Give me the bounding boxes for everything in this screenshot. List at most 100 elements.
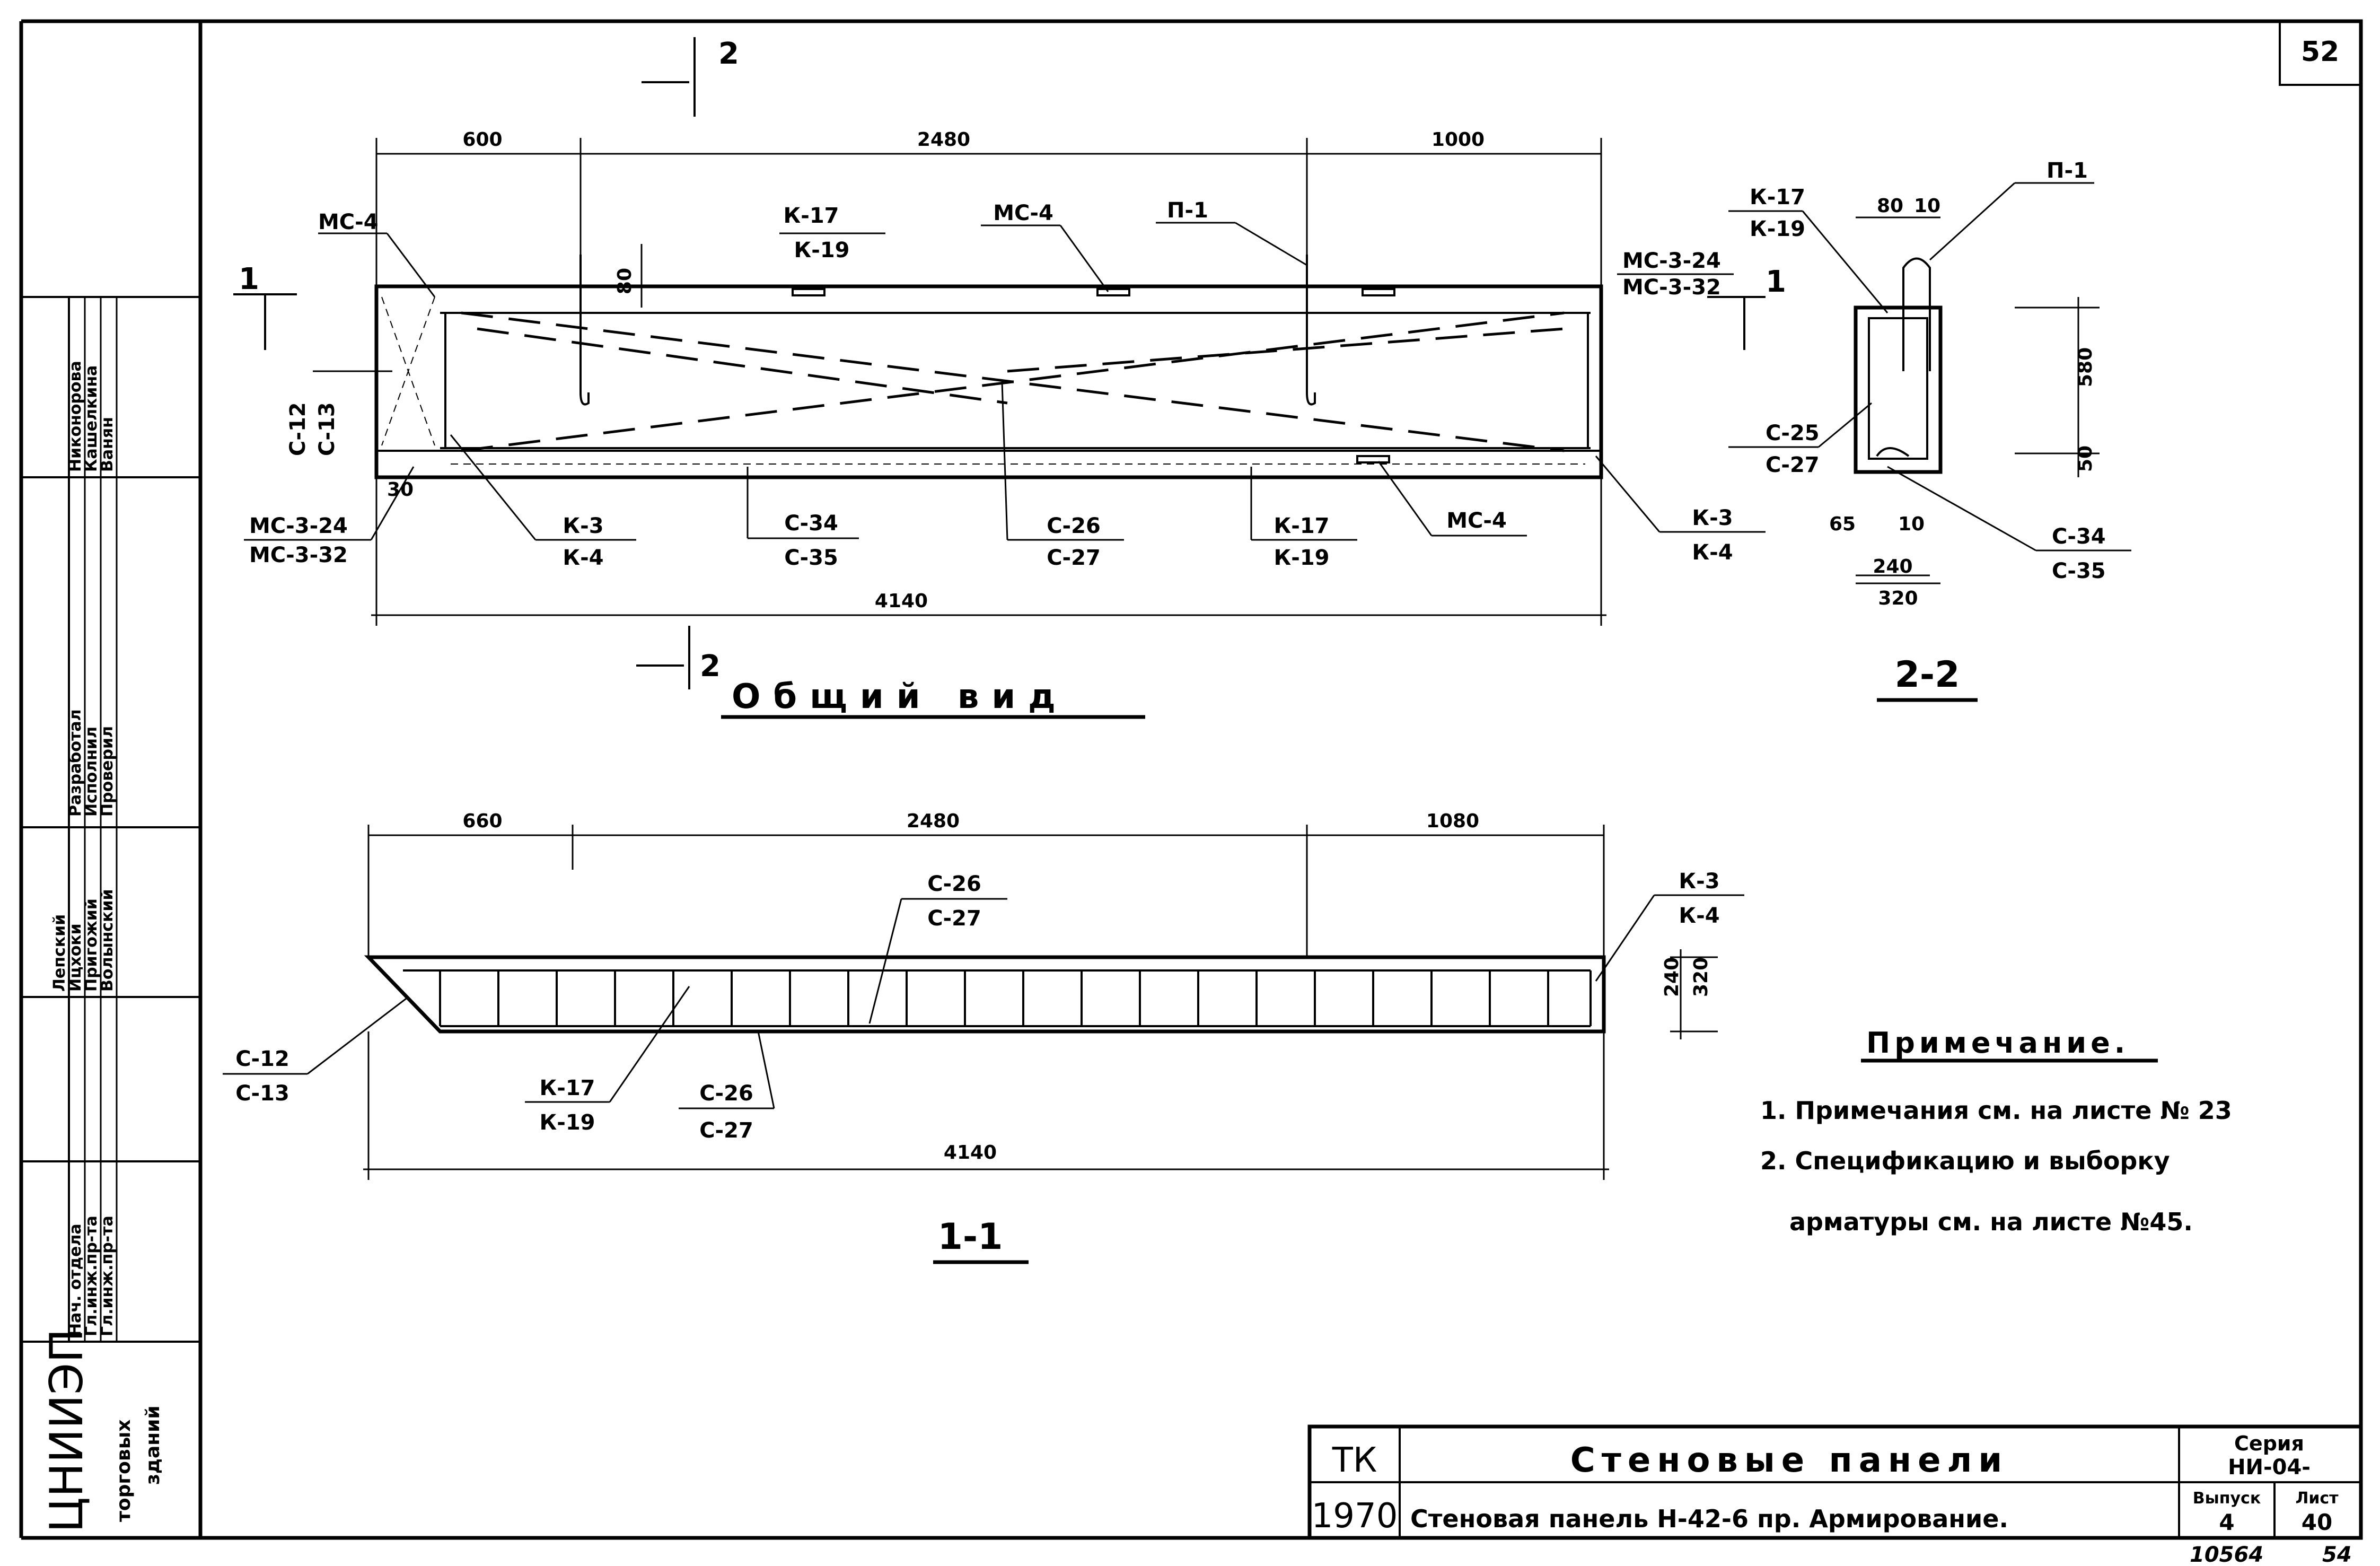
section-mark-1-right (1707, 296, 1766, 350)
section11-label-k19: К-19 (540, 1110, 595, 1135)
section11-label-k3: К-3 (1679, 869, 1719, 894)
label-k17-bottom: К-17 (1274, 514, 1330, 538)
title-block-issue-label: Выпуск (2193, 1489, 2261, 1508)
section22-stirrup (1876, 447, 1910, 457)
section22-dim-10-bottom: 10 (1898, 513, 1925, 535)
label-p1-top: П-1 (1167, 198, 1208, 223)
side-org: ЦНИИЭП (40, 1328, 93, 1533)
side-row-3-role: Проверил (98, 726, 117, 817)
section22-leader-p1 (1929, 182, 2016, 261)
dim-2480: 2480 (917, 129, 970, 151)
section11-outline (364, 955, 1606, 1034)
side-stamp: Разработал Исполнил Проверил Никонорова … (21, 296, 200, 1533)
section11-label-c27-bottom: С-27 (699, 1118, 753, 1143)
section22-label-c27: С-27 (1766, 453, 1820, 477)
section11-dim-2480: 2480 (907, 810, 960, 832)
title-block-archive-left: 10564 (2190, 1543, 2263, 1566)
section-mark-1-right-label: 1 (1766, 265, 1786, 299)
section11-label-c27-top: С-27 (927, 906, 981, 931)
leader-c26 (1001, 381, 1008, 540)
section22-inner (1868, 317, 1928, 460)
side-row-1-role: Разработал (66, 709, 85, 817)
side-row-1-name: Никонорова (66, 361, 85, 472)
label-k4: К-4 (563, 546, 603, 570)
notes: Примечание. 1. Примечания см. на листе №… (1760, 1026, 2232, 1236)
section22-label-k17: К-17 (1750, 185, 1805, 209)
panel-outline (374, 284, 1603, 479)
leader-mc4-right-diag (1377, 461, 1433, 536)
title-block-archive-right: 54 (2322, 1543, 2352, 1566)
section22-title: 2-2 (1895, 654, 1960, 696)
label-mc324-right: МС-3-24 (1622, 249, 1721, 273)
label-mc332-right: МС-3-32 (1622, 275, 1721, 300)
label-c34: С-34 (784, 511, 838, 536)
side-row-2-name: Кашелкина (82, 365, 101, 472)
side-org-sub-1: торговых (113, 1420, 135, 1522)
label-k4-right: К-4 (1692, 540, 1733, 565)
section11-leader-c26-top (868, 898, 902, 1024)
label-k19-top: К-19 (794, 238, 850, 263)
label-k3: К-3 (563, 514, 603, 538)
label-mc4-right: МС-4 (1446, 509, 1507, 533)
general-view: 600 2480 1000 4140 80 30 2 1 1 2 МС-4 К-… (233, 37, 1786, 719)
section22-label-p1: П-1 (2047, 159, 2088, 183)
leader-mc324-left (370, 466, 415, 540)
section11-dim-1080: 1080 (1426, 810, 1479, 832)
label-k3-right: К-3 (1692, 506, 1733, 530)
section22-dim-80: 80 (1877, 195, 1903, 217)
sheet-number: 52 (2301, 36, 2339, 68)
section11-title: 1-1 (938, 1216, 1003, 1258)
embedded-plate-1 (792, 288, 825, 296)
label-c12-left: С-12 (286, 402, 310, 456)
label-mc4-middle: МС-4 (993, 201, 1053, 225)
leader-mc4-middle-diag (1059, 225, 1109, 292)
section22-loop (1902, 257, 1931, 371)
section-mark-2-bottom (636, 626, 690, 689)
section11-dim-4140: 4140 (944, 1142, 997, 1163)
title-block-title: Стеновые панели (1570, 1441, 2008, 1480)
section11-label-c26-bottom: С-26 (699, 1081, 753, 1106)
side-row-8-role: Нач. отдела (66, 1223, 85, 1336)
side-row-7-role: Волынский (98, 889, 117, 992)
embedded-plate-4 (1356, 455, 1390, 463)
section22-dim-320: 320 (1878, 588, 1918, 609)
section22-dim-580: 580 (2075, 347, 2096, 387)
side-row-4-role: Лепский (50, 914, 69, 992)
title-block-series-label: Серия (2234, 1432, 2304, 1455)
side-org-sub-2: зданий (142, 1405, 164, 1485)
label-k19-bottom: К-19 (1274, 546, 1330, 570)
side-row-6-role: Пригожий (82, 898, 101, 992)
section11-label-k17: К-17 (540, 1076, 595, 1100)
note-3: арматуры см. на листе №45. (1789, 1208, 2193, 1236)
label-k17-top: К-17 (784, 204, 839, 228)
dim-1000: 1000 (1431, 129, 1485, 151)
dim-4140: 4140 (875, 590, 928, 612)
side-row-9-role: Гл.инж.пр-та (82, 1215, 101, 1336)
section11-label-c12: С-12 (235, 1047, 289, 1071)
leader-k3 (450, 434, 537, 540)
title-block-issue: 4 (2219, 1509, 2234, 1535)
note-2: 2. Спецификацию и выборку (1760, 1147, 2170, 1175)
section-mark-2-top (642, 37, 696, 117)
side-row-3-name: Ванян (98, 417, 117, 472)
section11-dim-660: 660 (462, 810, 502, 832)
section11-label-c13: С-13 (235, 1081, 289, 1106)
section22-label-k19: К-19 (1750, 217, 1805, 241)
section22-leader-c34 (1887, 466, 2036, 552)
label-c35: С-35 (784, 546, 838, 570)
end-hatch-2 (381, 296, 435, 446)
title-block-sheet: 40 (2302, 1509, 2332, 1535)
section-2-2: К-17 К-19 П-1 С-25 С-27 С-34 С-35 80 10 … (1728, 159, 2131, 702)
embedded-plate-2 (1096, 288, 1130, 296)
label-c26: С-26 (1047, 514, 1101, 538)
section11-leader-k3 (1595, 895, 1655, 982)
label-c27: С-27 (1047, 546, 1101, 570)
section11-dim-320: 320 (1690, 957, 1712, 997)
section22-dim-10-top: 10 (1914, 195, 1940, 217)
side-row-2-role: Исполнил (82, 727, 101, 817)
section22-label-c34: С-34 (2052, 524, 2106, 549)
general-view-title: Общий вид (732, 677, 1068, 716)
section11-leader-k17 (609, 986, 690, 1103)
diagonal-rebar-2 (461, 311, 1565, 452)
